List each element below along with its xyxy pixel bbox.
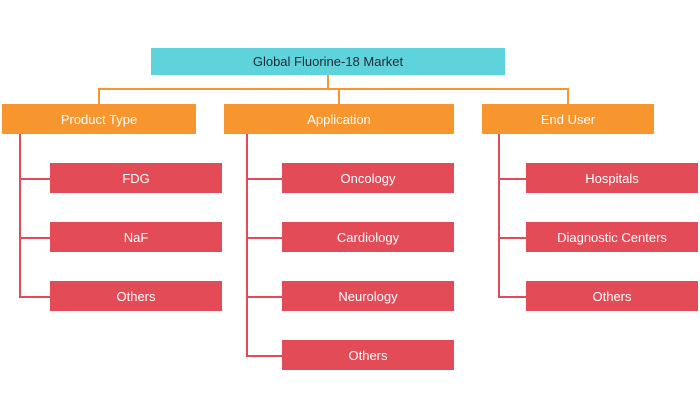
category-label: Application xyxy=(307,111,371,127)
category-label: End User xyxy=(540,111,596,127)
item-node: Cardiology xyxy=(282,222,454,252)
item-label: Others xyxy=(116,288,156,304)
item-node: Neurology xyxy=(282,281,454,311)
item-node: Others xyxy=(282,340,454,370)
item-node: NaF xyxy=(50,222,222,252)
category-application: Application xyxy=(224,104,454,134)
item-label: Diagnostic Centers xyxy=(557,229,667,245)
item-label: Others xyxy=(592,288,632,304)
item-connector xyxy=(498,178,526,180)
item-node: Oncology xyxy=(282,163,454,193)
item-connector xyxy=(246,296,282,298)
category-drop-1 xyxy=(338,88,340,104)
item-label: NaF xyxy=(123,229,149,245)
category-drop-0 xyxy=(98,88,100,104)
item-connector xyxy=(246,237,282,239)
category-product-type: Product Type xyxy=(2,104,196,134)
category-spine-2 xyxy=(498,134,500,297)
item-label: FDG xyxy=(122,170,150,186)
item-node: Hospitals xyxy=(526,163,698,193)
category-end-user: End User xyxy=(482,104,654,134)
item-connector xyxy=(498,237,526,239)
item-connector xyxy=(19,237,50,239)
category-spine-1 xyxy=(246,134,248,356)
item-label: Others xyxy=(348,347,388,363)
item-connector xyxy=(246,178,282,180)
item-node: FDG xyxy=(50,163,222,193)
item-connector xyxy=(19,178,50,180)
item-connector xyxy=(246,355,282,357)
category-bus xyxy=(98,88,569,90)
category-spine-0 xyxy=(19,134,21,297)
item-connector xyxy=(498,296,526,298)
root-label: Global Fluorine-18 Market xyxy=(252,54,404,69)
item-label: Neurology xyxy=(338,288,398,304)
root-node: Global Fluorine-18 Market xyxy=(151,48,505,75)
category-drop-2 xyxy=(567,88,569,104)
item-label: Cardiology xyxy=(336,229,400,245)
item-label: Hospitals xyxy=(585,170,639,186)
item-connector xyxy=(19,296,50,298)
root-connector xyxy=(327,75,329,89)
item-node: Others xyxy=(526,281,698,311)
item-node: Others xyxy=(50,281,222,311)
item-label: Oncology xyxy=(340,170,396,186)
item-node: Diagnostic Centers xyxy=(526,222,698,252)
category-label: Product Type xyxy=(60,111,138,127)
